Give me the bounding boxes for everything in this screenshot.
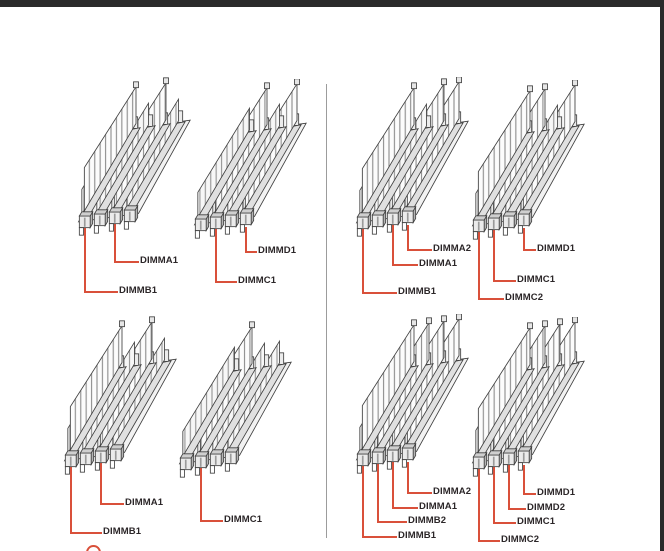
center-divider-line (326, 84, 327, 538)
dimm-slot-label: DIMMB1 (398, 530, 437, 541)
leader-line-horizontal (407, 249, 432, 251)
leader-line-vertical (200, 466, 202, 522)
leader-line-horizontal (523, 249, 536, 251)
leader-line-vertical (523, 465, 525, 495)
dimm-slot-label: DIMMB1 (103, 526, 142, 537)
dimm-slot-label: DIMMA2 (433, 243, 472, 254)
leader-line-horizontal (100, 503, 124, 505)
dimm-slot-label: DIMMB2 (408, 515, 447, 526)
leader-line-vertical (493, 228, 495, 282)
dimm-bank-art (471, 317, 585, 477)
dimm-slot-label: DIMMC2 (505, 292, 544, 303)
dimm-slot-label: DIMMC1 (224, 514, 263, 525)
dimm-slot-label: DIMMA1 (140, 255, 179, 266)
page-right-border (660, 0, 664, 551)
page-top-border (0, 0, 664, 7)
dimm-slot-label: DIMMC2 (501, 534, 540, 545)
leader-line-vertical (508, 465, 510, 510)
leader-line-vertical (215, 227, 217, 283)
leader-line-horizontal (508, 508, 526, 510)
leader-line-vertical (392, 225, 394, 266)
leader-line-vertical (377, 462, 379, 523)
leader-line-horizontal (362, 292, 397, 294)
leader-line-horizontal (70, 532, 102, 534)
leader-line-vertical (100, 463, 102, 505)
dimm-bank-art (63, 316, 177, 475)
leader-line-vertical (245, 227, 247, 253)
leader-line-horizontal (478, 540, 500, 542)
leader-line-vertical (407, 225, 409, 251)
leader-line-vertical (478, 465, 480, 542)
leader-line-horizontal (200, 520, 223, 522)
dimm-slot-label: DIMMC1 (517, 274, 556, 285)
leader-line-vertical (493, 465, 495, 524)
dimm-slot-label: DIMMA1 (419, 501, 458, 512)
leader-line-horizontal (377, 521, 407, 523)
leader-line-vertical (362, 462, 364, 538)
leader-line-horizontal (493, 280, 516, 282)
leader-line-horizontal (114, 261, 139, 263)
dimm-slot-label: DIMMA1 (125, 497, 164, 508)
leader-line-horizontal (478, 298, 504, 300)
leader-line-horizontal (392, 507, 418, 509)
cutoff-warning-icon (86, 545, 101, 551)
dimm-bank-art (471, 80, 585, 240)
leader-line-horizontal (215, 281, 237, 283)
leader-line-vertical (523, 228, 525, 251)
dimm-slot-label: DIMMD1 (537, 243, 576, 254)
leader-line-horizontal (392, 264, 418, 266)
dimm-slot-label: DIMMB1 (119, 285, 158, 296)
leader-line-horizontal (84, 291, 118, 293)
leader-line-vertical (407, 462, 409, 494)
dimm-slot-label: DIMMA1 (419, 258, 458, 269)
dimm-slot-label: DIMMA2 (433, 486, 472, 497)
leader-line-vertical (70, 463, 72, 534)
leader-line-horizontal (362, 536, 397, 538)
dimm-slot-label: DIMMC1 (517, 516, 556, 527)
dimm-bank-art (193, 79, 307, 239)
leader-line-vertical (114, 224, 116, 263)
dimm-slot-label: DIMMD1 (258, 245, 297, 256)
leader-line-horizontal (523, 493, 536, 495)
dimm-bank-art (355, 314, 469, 474)
dimm-slot-label: DIMMC1 (238, 275, 277, 286)
leader-line-vertical (362, 225, 364, 294)
dimm-bank-art (77, 77, 191, 236)
dimm-slot-label: DIMMD1 (537, 487, 576, 498)
leader-line-vertical (84, 224, 86, 293)
dimm-slot-label: DIMMB1 (398, 286, 437, 297)
dimm-slot-label: DIMMD2 (527, 502, 566, 513)
leader-line-horizontal (245, 251, 257, 253)
leader-line-vertical (392, 462, 394, 509)
dimm-bank-art (355, 77, 469, 237)
dimm-bank-art (178, 321, 292, 478)
leader-line-horizontal (493, 522, 516, 524)
leader-line-vertical (478, 228, 480, 300)
leader-line-horizontal (407, 492, 432, 494)
